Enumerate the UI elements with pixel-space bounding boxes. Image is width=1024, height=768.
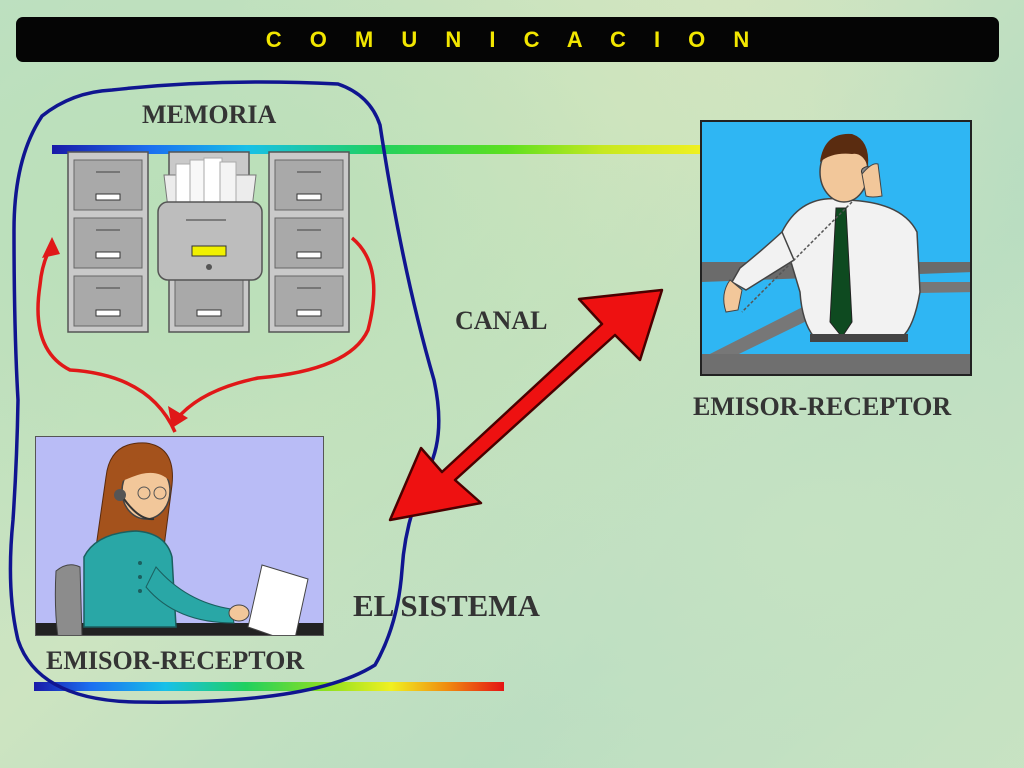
memory-arrow-right-head bbox=[168, 406, 188, 428]
system-label: EL SISTEMA bbox=[353, 588, 540, 623]
man-panel bbox=[700, 120, 972, 376]
slide-title: C O M U N I C A C I O N bbox=[265, 26, 761, 52]
channel-label: CANAL bbox=[455, 306, 548, 335]
sender-receiver-right-label: EMISOR-RECEPTOR bbox=[693, 392, 952, 421]
man-on-phone-illustration bbox=[702, 133, 970, 374]
rainbow-line-top bbox=[52, 145, 702, 154]
file-cabinet-icon bbox=[67, 151, 350, 333]
memory-file-cabinets bbox=[66, 150, 351, 335]
memory-arrow-right bbox=[174, 236, 376, 422]
woman-panel bbox=[35, 436, 324, 636]
memory-arrow-left bbox=[36, 244, 177, 433]
rainbow-line-bottom bbox=[34, 682, 504, 691]
woman-headset-illustration bbox=[36, 442, 323, 635]
channel-arrow bbox=[388, 288, 664, 522]
memory-arrow-left-head bbox=[42, 237, 60, 258]
title-bar: C O M U N I C A C I O N bbox=[16, 17, 999, 62]
system-boundary-outline bbox=[8, 80, 441, 704]
memory-label: MEMORIA bbox=[142, 100, 277, 129]
sender-receiver-left-label: EMISOR-RECEPTOR bbox=[46, 646, 305, 675]
